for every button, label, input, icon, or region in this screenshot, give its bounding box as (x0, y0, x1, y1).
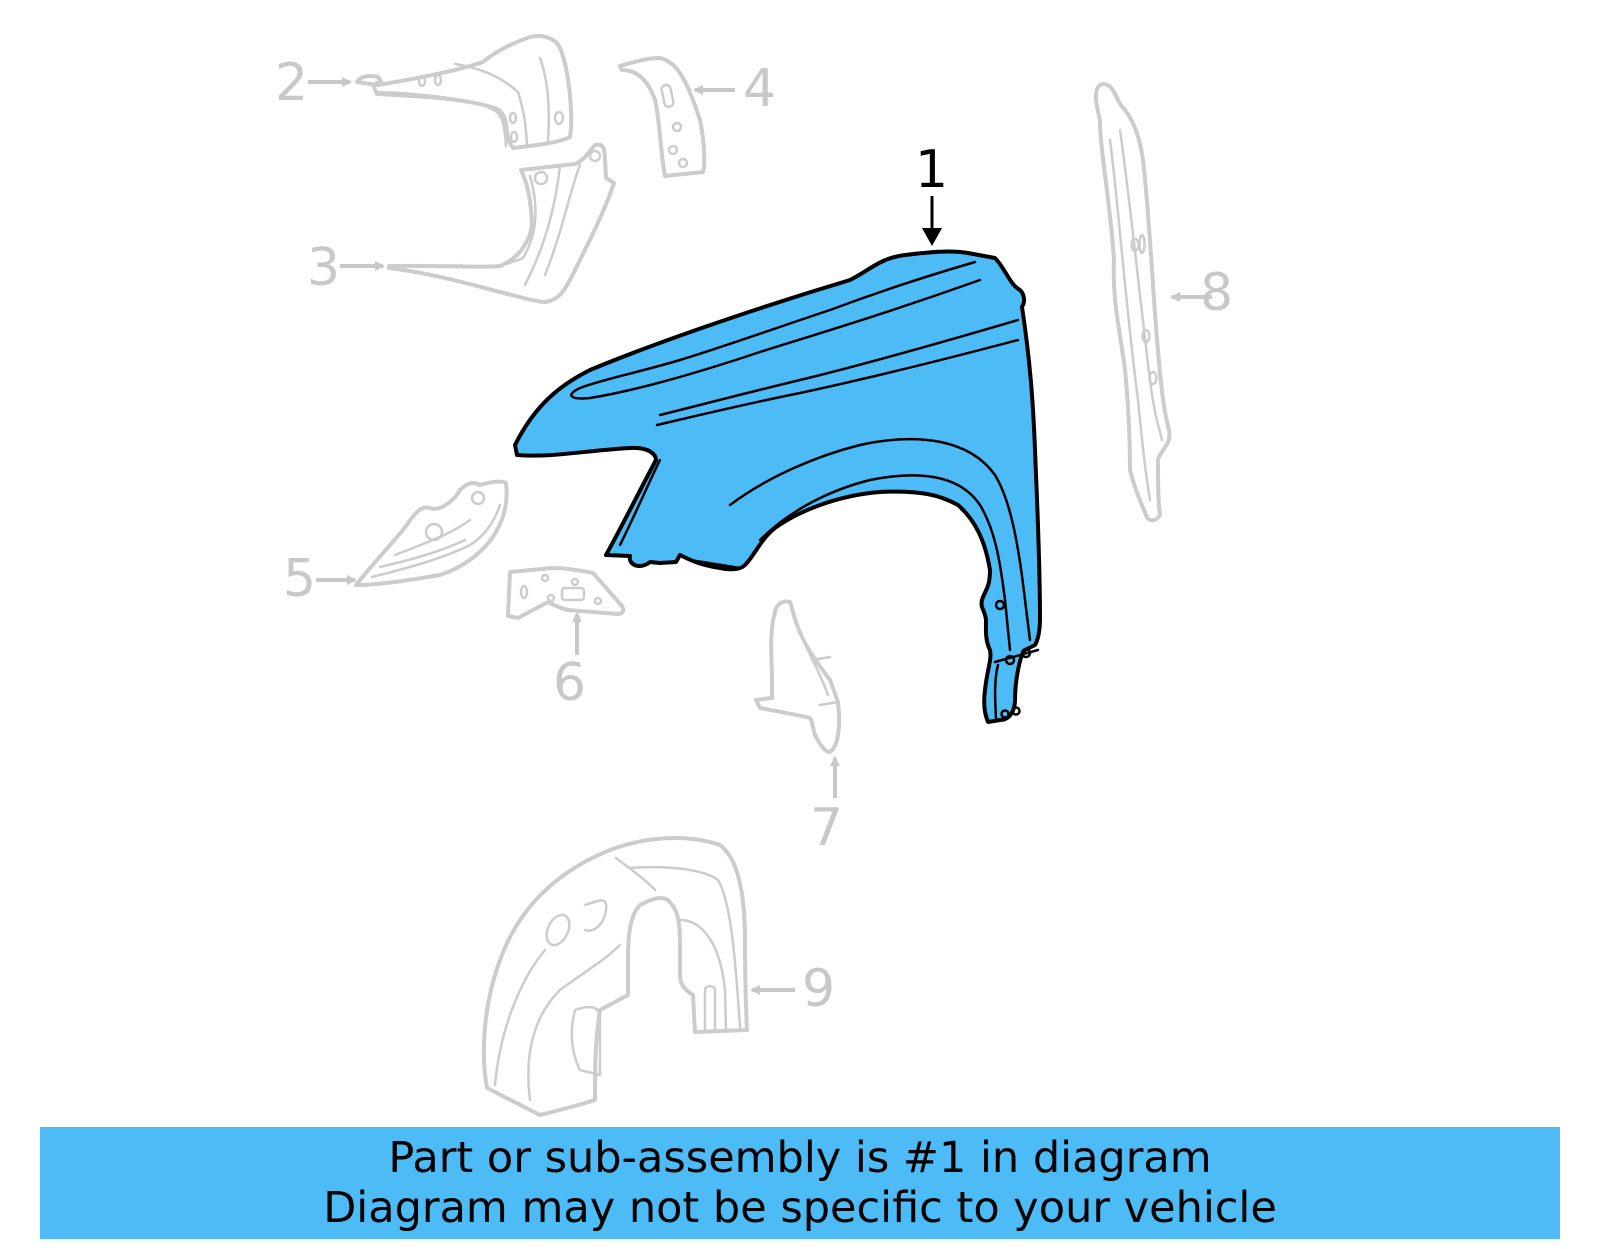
callout-3: 3 (307, 238, 385, 298)
callout-9: 9 (750, 959, 835, 1019)
part-9-fender-liner[interactable] (481, 836, 749, 1117)
svg-text:6: 6 (553, 653, 586, 713)
part-7-rear-bracket[interactable] (754, 599, 841, 754)
part-2-upper-reinforcement[interactable] (355, 33, 574, 150)
svg-text:8: 8 (1200, 263, 1233, 323)
part-6-mount-bracket[interactable] (506, 566, 626, 620)
callout-7: 7 (810, 756, 843, 858)
svg-text:9: 9 (802, 959, 835, 1019)
svg-text:5: 5 (283, 549, 316, 609)
svg-text:1: 1 (915, 140, 948, 200)
svg-text:4: 4 (743, 59, 776, 119)
info-banner: Part or sub-assembly is #1 in diagram Di… (40, 1127, 1560, 1239)
part-5-side-bracket[interactable] (354, 479, 509, 587)
svg-text:7: 7 (810, 798, 843, 858)
callout-4: 4 (693, 59, 776, 119)
callout-2: 2 (275, 53, 352, 113)
banner-line-disclaimer: Diagram may not be specific to your vehi… (323, 1183, 1277, 1233)
svg-text:2: 2 (275, 53, 308, 113)
part-1-fender[interactable] (513, 249, 1042, 724)
callout-1: 1 (915, 140, 948, 246)
callout-6: 6 (553, 612, 586, 713)
callout-8: 8 (1170, 263, 1233, 323)
part-4-small-bracket[interactable] (618, 56, 707, 178)
svg-text:3: 3 (307, 238, 340, 298)
banner-line-part-number: Part or sub-assembly is #1 in diagram (388, 1133, 1212, 1183)
part-3-lower-bracket[interactable] (387, 142, 616, 304)
part-8-rail-reinforcement[interactable] (1093, 82, 1172, 523)
callout-5: 5 (283, 549, 357, 609)
